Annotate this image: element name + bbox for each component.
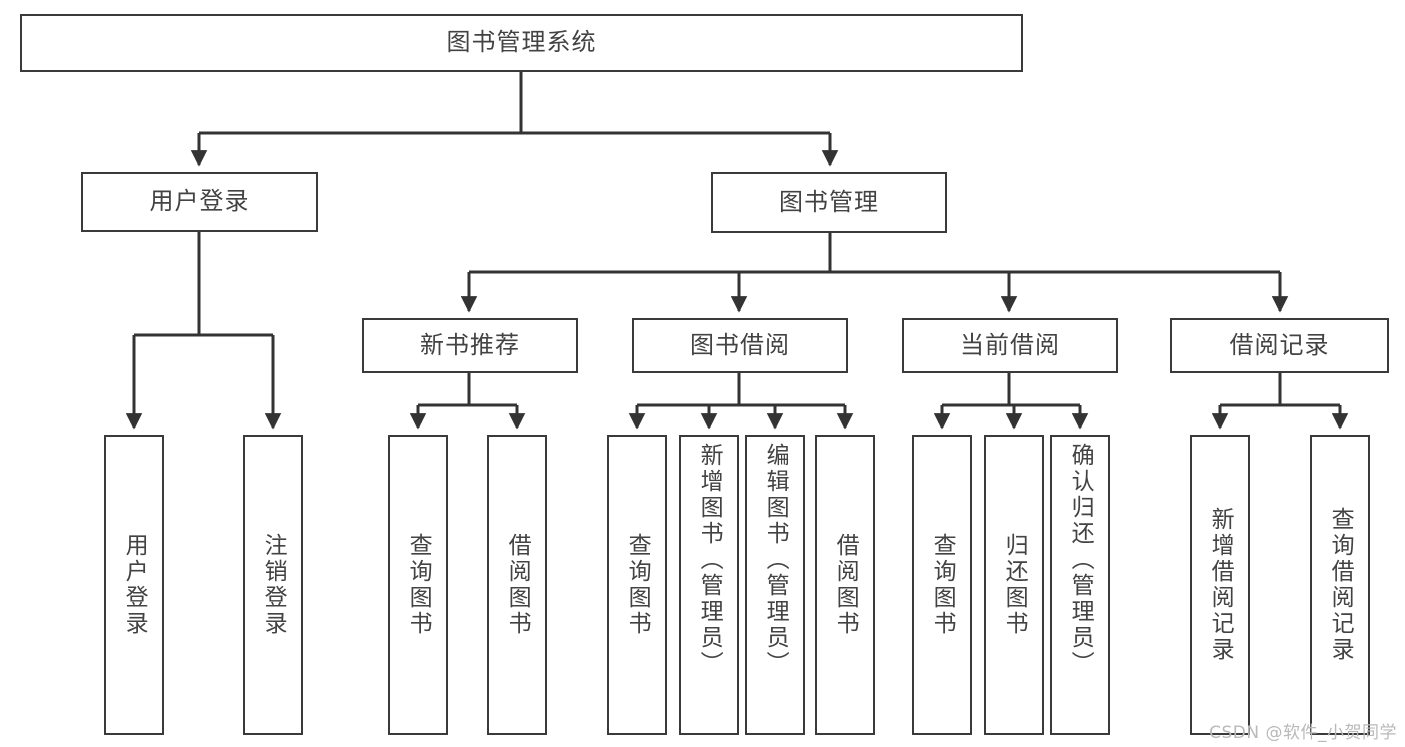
node-leaf-confirm-return-label: 确认归还（管理员）: [1067, 443, 1094, 677]
node-leaf-logout[interactable]: 注销登录: [243, 435, 303, 735]
node-leaf-add-record-label: 新增借阅记录: [1207, 507, 1234, 663]
node-leaf-logout-label: 注销登录: [260, 533, 287, 637]
node-leaf-edit-book-label: 编辑图书（管理员）: [762, 443, 789, 677]
node-root-label: 图书管理系统: [446, 28, 597, 57]
watermark-text: CSDN @软件_小贺同学: [1209, 723, 1397, 743]
node-leaf-user-login-label: 用户登录: [121, 533, 148, 637]
node-leaf-borrow-book-2-label: 借阅图书: [832, 533, 859, 637]
node-leaf-query-book-2-label: 查询图书: [624, 533, 651, 637]
node-leaf-borrow-book-1-label: 借阅图书: [504, 533, 531, 637]
node-leaf-confirm-return[interactable]: 确认归还（管理员）: [1050, 435, 1110, 735]
node-leaf-edit-book[interactable]: 编辑图书（管理员）: [745, 435, 805, 735]
node-borrow-record-label: 借阅记录: [1229, 330, 1330, 359]
node-leaf-query-book-2[interactable]: 查询图书: [607, 435, 667, 735]
node-root[interactable]: 图书管理系统: [20, 14, 1023, 72]
node-leaf-query-record-label: 查询借阅记录: [1327, 507, 1354, 663]
node-leaf-query-book-1-label: 查询图书: [405, 533, 432, 637]
node-leaf-user-login[interactable]: 用户登录: [104, 435, 164, 735]
node-current-borrow[interactable]: 当前借阅: [902, 318, 1118, 373]
node-leaf-return-book-label: 归还图书: [1001, 533, 1028, 637]
node-leaf-add-record[interactable]: 新增借阅记录: [1190, 435, 1250, 735]
node-book-borrow-label: 图书借阅: [690, 330, 790, 359]
node-borrow-record[interactable]: 借阅记录: [1170, 318, 1389, 373]
node-leaf-borrow-book-2[interactable]: 借阅图书: [815, 435, 875, 735]
node-book-borrow[interactable]: 图书借阅: [632, 318, 848, 373]
node-leaf-borrow-book-1[interactable]: 借阅图书: [487, 435, 547, 735]
node-leaf-return-book[interactable]: 归还图书: [984, 435, 1044, 735]
node-leaf-query-record[interactable]: 查询借阅记录: [1310, 435, 1370, 735]
node-current-borrow-label: 当前借阅: [960, 330, 1060, 359]
node-leaf-query-book-3-label: 查询图书: [929, 533, 956, 637]
node-book-manage-label: 图书管理: [779, 187, 879, 216]
node-new-book-rec-label: 新书推荐: [420, 330, 520, 359]
node-user-login-label: 用户登录: [149, 187, 250, 216]
node-leaf-query-book-1[interactable]: 查询图书: [388, 435, 448, 735]
node-leaf-add-book[interactable]: 新增图书（管理员）: [679, 435, 739, 735]
node-book-manage[interactable]: 图书管理: [711, 172, 947, 233]
node-leaf-query-book-3[interactable]: 查询图书: [912, 435, 972, 735]
node-new-book-rec[interactable]: 新书推荐: [362, 318, 578, 373]
node-leaf-add-book-label: 新增图书（管理员）: [696, 443, 723, 677]
node-user-login[interactable]: 用户登录: [81, 172, 318, 232]
